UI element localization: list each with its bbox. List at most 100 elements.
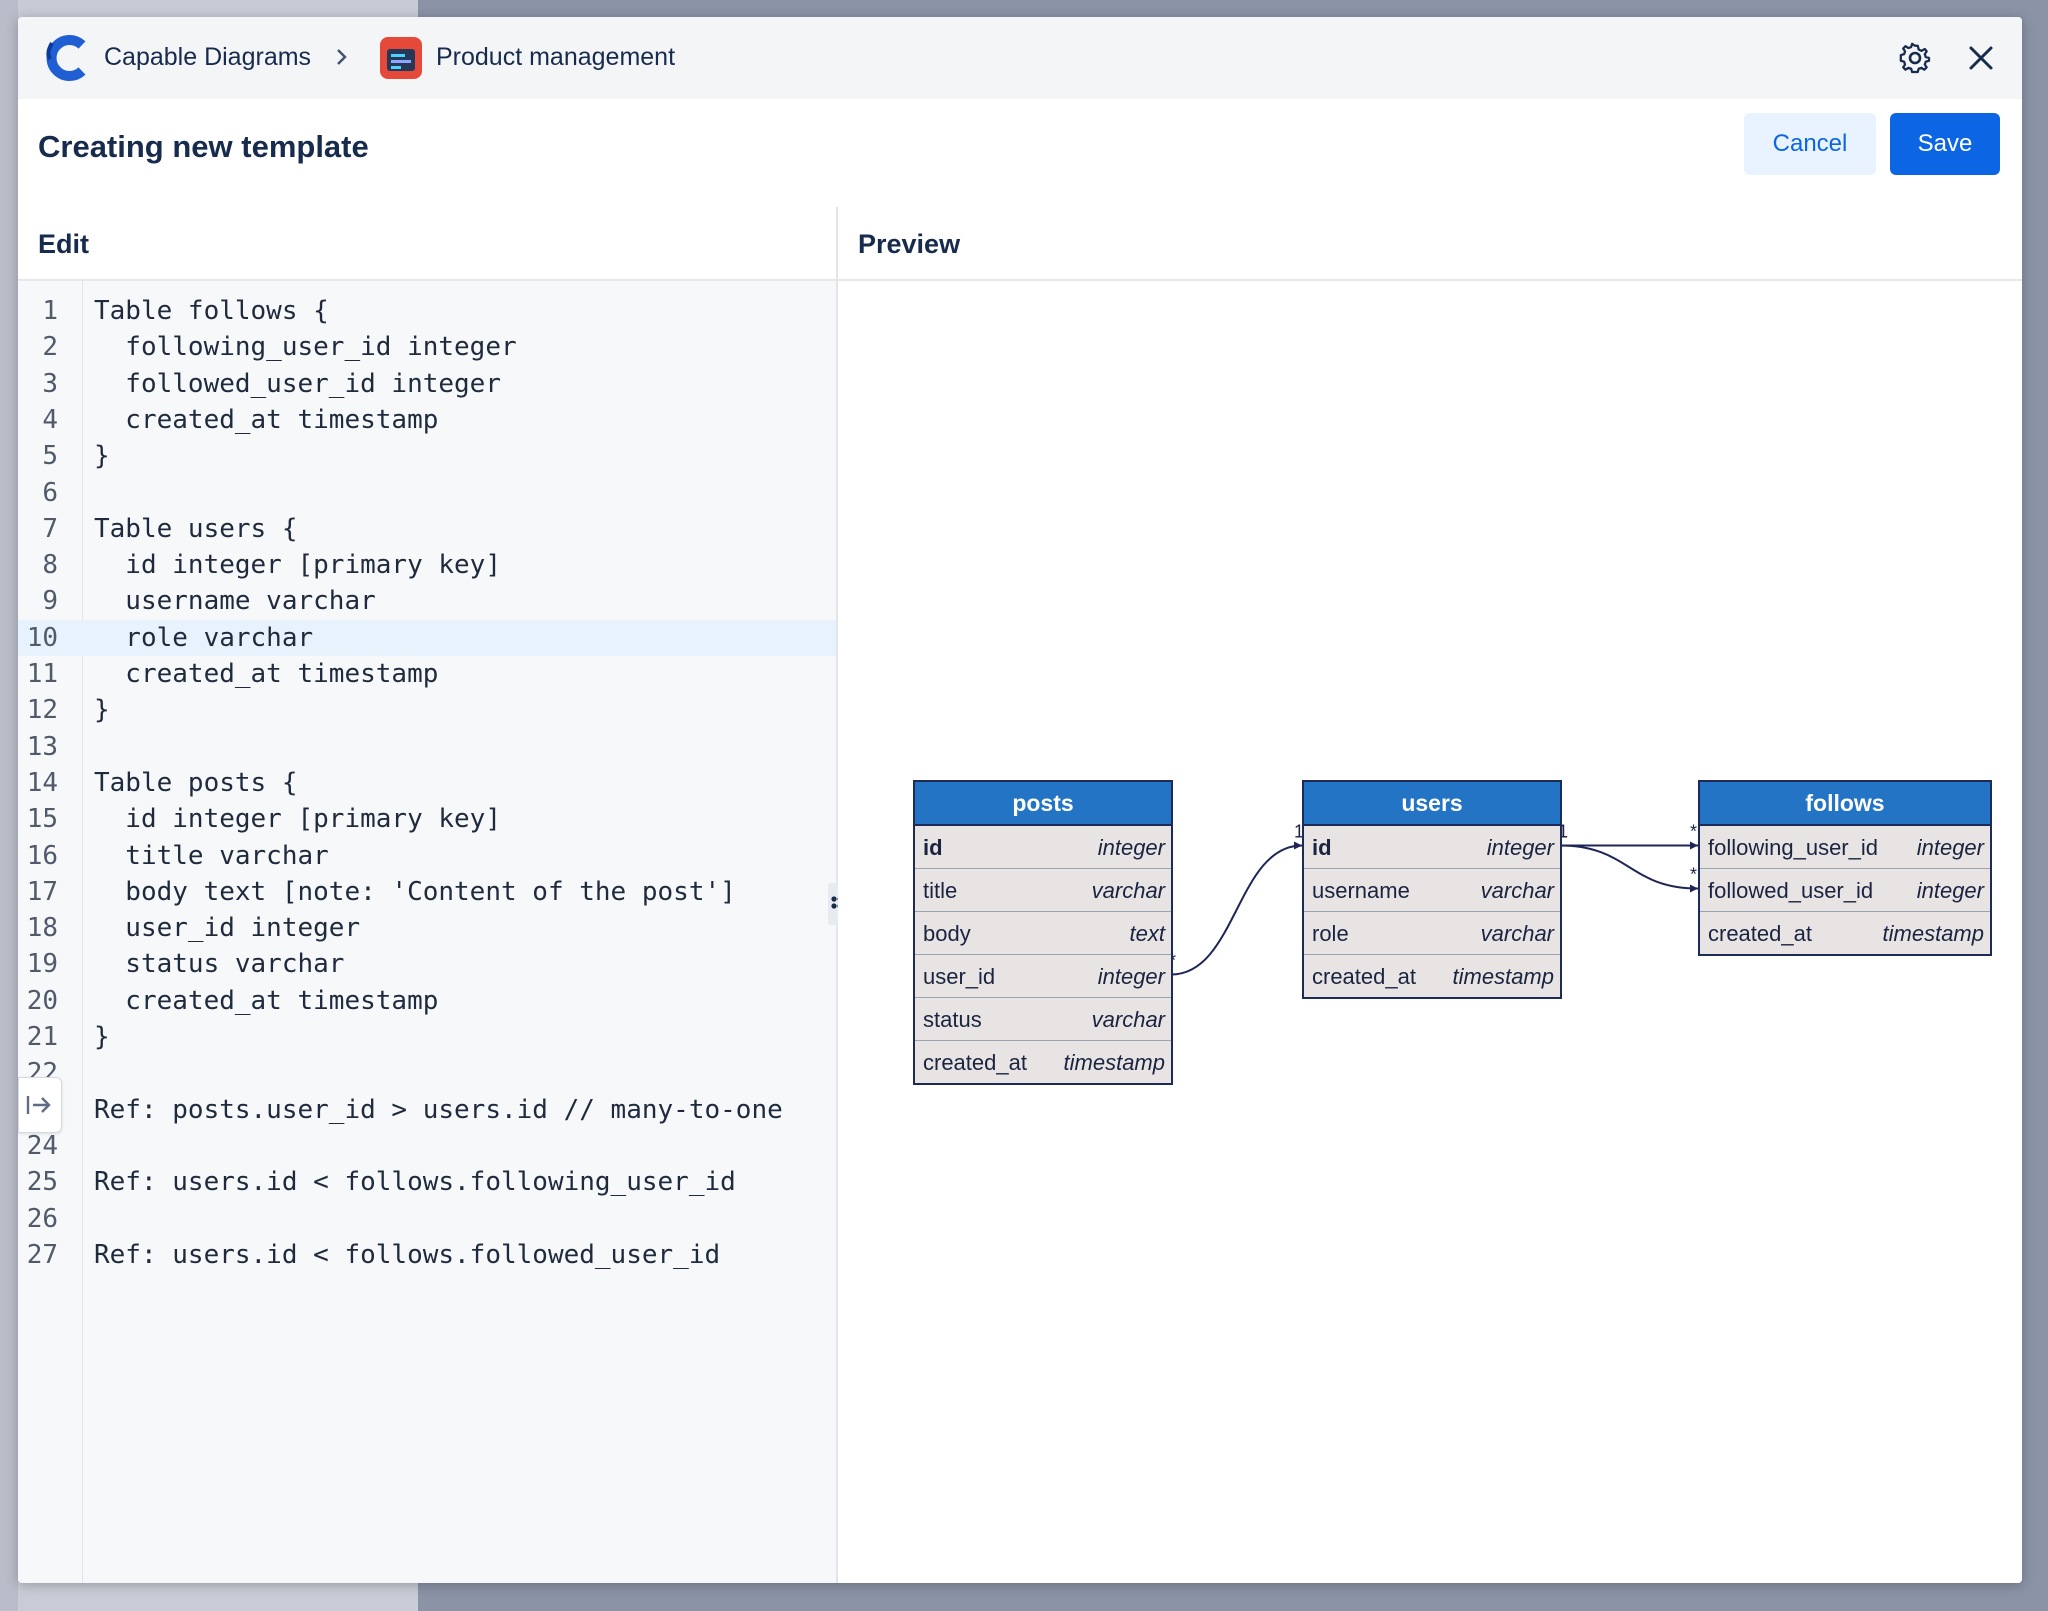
er-field-name: user_id [923,964,995,990]
relation-cardinality: * [1690,822,1697,842]
line-text: followed_user_id integer [94,366,501,402]
app-name[interactable]: Capable Diagrams [104,43,311,72]
code-line[interactable]: 1Table follows { [18,293,836,329]
line-number: 3 [18,366,58,402]
code-line[interactable]: 27 Ref: users.id < follows.followed_user_… [18,1237,836,1273]
er-field-row[interactable]: created_attimestamp [1700,912,1990,954]
code-line[interactable]: 7Table users { [18,511,836,547]
line-number: 10 [18,620,58,656]
er-table-users[interactable]: usersidintegerusernamevarcharrolevarchar… [1302,780,1562,999]
code-line[interactable]: 13 [18,729,836,765]
er-field-name: role [1312,921,1349,947]
line-text: Ref: users.id < follows.followed_user_id [94,1237,720,1273]
line-text: status varchar [94,946,344,982]
relation-arrowhead [1690,842,1698,850]
code-line[interactable]: 4 created_at timestamp [18,402,836,438]
code-line[interactable]: 18 user_id integer [18,910,836,946]
code-line[interactable]: 17 body text [note: 'Content of the post… [18,874,836,910]
er-field-row[interactable]: created_attimestamp [1304,955,1560,997]
er-field-type: varchar [1092,1007,1165,1033]
line-text: id integer [primary key] [94,801,501,837]
er-field-row[interactable]: idinteger [915,826,1171,869]
er-field-type: integer [1487,835,1554,861]
code-line[interactable]: 14Table posts { [18,765,836,801]
line-text: title varchar [94,838,329,874]
er-field-row[interactable]: usernamevarchar [1304,869,1560,912]
code-line[interactable]: 6 [18,475,836,511]
er-field-row[interactable]: bodytext [915,912,1171,955]
code-editor[interactable]: 1Table follows {2 following_user_id inte… [18,279,836,1583]
project-name[interactable]: Product management [436,43,675,72]
er-field-name: followed_user_id [1708,878,1873,904]
line-number: 18 [18,910,58,946]
er-table-posts[interactable]: postsidintegertitlevarcharbodytextuser_i… [913,780,1173,1085]
gear-icon[interactable] [1898,41,1932,75]
code-line[interactable]: 5} [18,438,836,474]
line-number: 11 [18,656,58,692]
er-field-type: integer [1098,835,1165,861]
er-table-follows[interactable]: followsfollowing_user_idintegerfollowed_… [1698,780,1992,956]
er-field-row[interactable]: rolevarchar [1304,912,1560,955]
line-number: 14 [18,765,58,801]
code-line[interactable]: 2 following_user_id integer [18,329,836,365]
code-line[interactable]: 12} [18,692,836,728]
code-line[interactable]: 9 username varchar [18,583,836,619]
er-field-row[interactable]: titlevarchar [915,869,1171,912]
template-modal: Capable Diagrams Product management Crea… [18,17,2022,1583]
er-field-name: id [1312,835,1332,861]
line-text: } [94,438,110,474]
line-number: 2 [18,329,58,365]
code-line[interactable]: 3 followed_user_id integer [18,366,836,402]
er-field-row[interactable]: following_user_idinteger [1700,826,1990,869]
code-line[interactable]: 11 created_at timestamp [18,656,836,692]
line-number: 25 [18,1164,58,1200]
collapse-arrow-icon [19,1078,61,1132]
code-line[interactable]: 8 id integer [primary key] [18,547,836,583]
er-field-type: varchar [1481,878,1554,904]
code-line[interactable]: 20 created_at timestamp [18,983,836,1019]
code-line[interactable]: 10 role varchar [18,620,836,656]
line-number: 5 [18,438,58,474]
code-line[interactable]: 19 status varchar [18,946,836,982]
er-field-name: created_at [1708,921,1812,947]
code-line[interactable]: 16 title varchar [18,838,836,874]
code-line[interactable]: 22 [18,1055,836,1091]
chevron-right-icon [332,47,352,67]
code-line[interactable]: 25Ref: users.id < follows.following_user… [18,1164,836,1200]
line-text: created_at timestamp [94,402,438,438]
preview-pane-title: Preview [858,229,960,260]
code-line[interactable]: 21} [18,1019,836,1055]
code-line[interactable]: 26 [18,1201,836,1237]
er-field-type: integer [1917,835,1984,861]
relation-arrowhead [1294,842,1302,850]
line-text: id integer [primary key] [94,547,501,583]
er-table-header: users [1304,782,1560,826]
project-icon [380,37,422,79]
line-number: 4 [18,402,58,438]
er-field-row[interactable]: followed_user_id integer [1700,869,1990,912]
code-line[interactable]: 15 id integer [primary key] [18,801,836,837]
edit-pane-header: Edit [18,207,836,281]
modal-topbar: Capable Diagrams Product management [18,17,2022,100]
er-field-row[interactable]: status varchar [915,998,1171,1041]
code-line[interactable]: 24 [18,1128,836,1164]
line-text: Ref: posts.user_id > users.id // many-to… [94,1092,783,1128]
line-number: 27 [18,1237,58,1273]
collapse-pane-button[interactable] [18,1077,62,1133]
line-number: 15 [18,801,58,837]
preview-pane-header: Preview [838,207,2022,281]
cancel-button[interactable]: Cancel [1744,113,1876,175]
save-button[interactable]: Save [1890,113,2000,175]
er-field-name: created_at [1312,964,1416,990]
line-number: 20 [18,983,58,1019]
er-field-name: status [923,1007,982,1033]
close-icon[interactable] [1966,43,1996,73]
er-field-type: integer [1917,878,1984,904]
er-field-row[interactable]: user_idinteger [915,955,1171,998]
relation-line [1171,846,1302,975]
er-field-row[interactable]: id integer [1304,826,1560,869]
line-number: 1 [18,293,58,329]
er-field-row[interactable]: created_attimestamp [915,1041,1171,1083]
code-line[interactable]: 23Ref: posts.user_id > users.id // many-… [18,1092,836,1128]
line-text: user_id integer [94,910,360,946]
